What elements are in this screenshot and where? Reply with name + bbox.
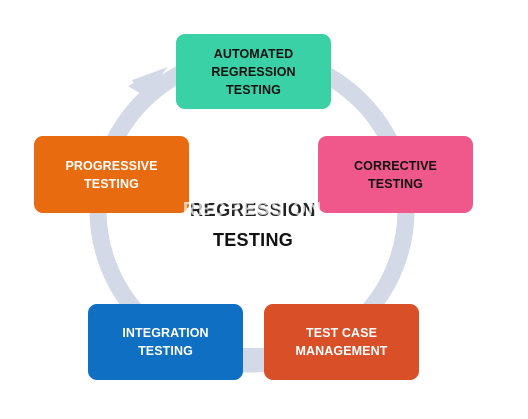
bottom-ring-connector — [243, 348, 264, 368]
node-automated-regression-testing: AUTOMATED REGRESSION TESTING — [176, 34, 331, 109]
node-progressive-testing: PROGRESSIVE TESTING — [34, 136, 189, 213]
center-title-line1: REGRESSION — [189, 200, 317, 220]
node-integration-testing: INTEGRATION TESTING — [88, 304, 243, 380]
center-title-line1-overlay: REGRESSION — [182, 199, 324, 219]
center-label: REGRESSION REGRESSION TESTING — [176, 196, 330, 260]
center-title-line2: TESTING — [212, 230, 294, 250]
cycle-arrowhead-base — [128, 68, 166, 98]
node-corrective-testing: CORRECTIVE TESTING — [318, 136, 473, 213]
node-test-case-management: TEST CASE MANAGEMENT — [264, 304, 419, 380]
